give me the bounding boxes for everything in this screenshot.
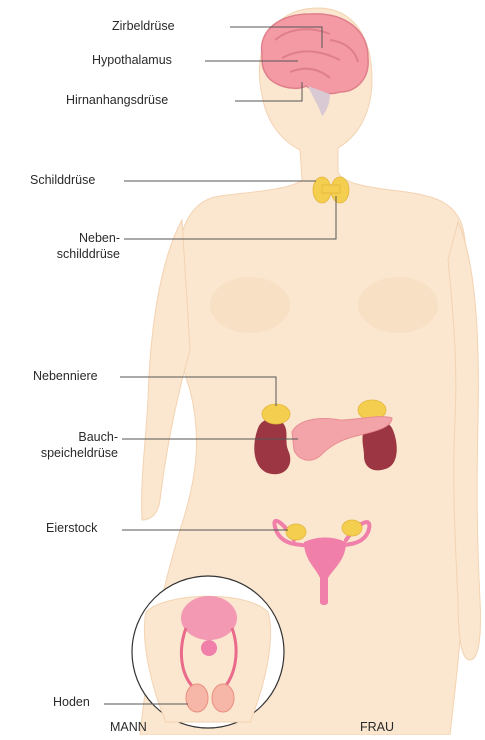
left-arm [142,220,190,520]
label-nebenschilddruese-line2: schilddrüse [40,246,120,262]
male-inset [132,576,284,728]
prostate [201,640,217,656]
label-hirnanhangsdruese: Hirnanhangsdrüse [66,92,168,108]
label-nebenschilddruese-line1: Neben- [40,230,120,246]
bladder [181,596,237,640]
right-breast-shading [358,277,438,333]
left-breast-shading [210,277,290,333]
label-mann: MANN [110,719,147,735]
label-eierstock: Eierstock [46,520,97,536]
label-schilddruese: Schilddrüse [30,172,95,188]
left-testis [186,684,208,712]
label-zirbeldruese: Zirbeldrüse [112,18,175,34]
label-bauchspeicheldruese-line1: Bauch- [20,429,118,445]
label-frau: FRAU [360,719,394,735]
label-nebenniere: Nebenniere [33,368,98,384]
label-hoden: Hoden [53,694,90,710]
left-ovary [286,524,306,540]
right-testis [212,684,234,712]
left-kidney [254,419,290,475]
brain [262,14,369,94]
right-ovary [342,520,362,536]
left-adrenal-gland [262,404,290,424]
label-hypothalamus: Hypothalamus [92,52,172,68]
label-bauchspeicheldruese-line2: speicheldrüse [10,445,118,461]
